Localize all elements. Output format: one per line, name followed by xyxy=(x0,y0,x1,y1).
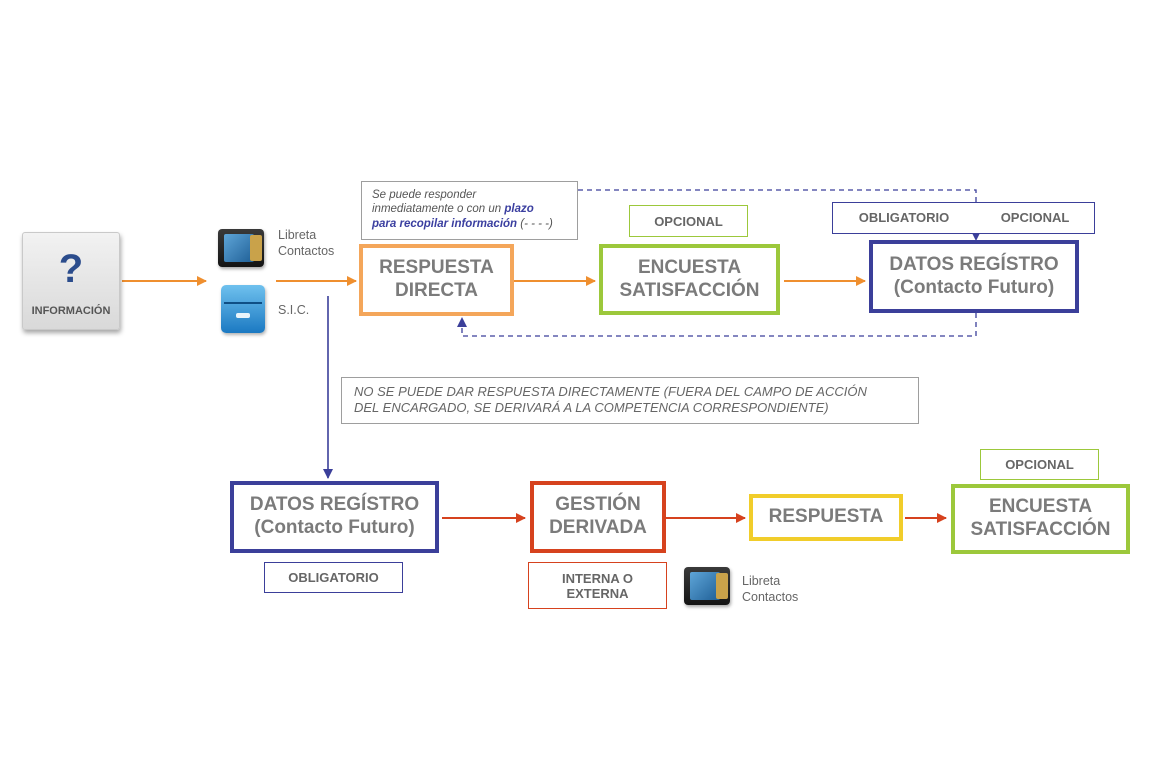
libreta-contactos-label: Libreta Contactos xyxy=(278,228,334,259)
libreta-line1: Libreta xyxy=(278,228,317,242)
datos-registro-top-box[interactable]: DATOS REGÍSTRO(Contacto Futuro) xyxy=(869,240,1079,313)
note-plazo: Se puede responder inmediatamente o con … xyxy=(361,181,578,240)
tag-obligatorio-opcional-top: OBLIGATORIO OPCIONAL xyxy=(832,202,1095,234)
dashed-loop-bottom xyxy=(457,313,977,337)
datos-registro-bottom-box[interactable]: DATOS REGÍSTRO(Contacto Futuro) xyxy=(230,481,439,553)
note-plazo-line3: para recopilar información (- - - -) xyxy=(372,217,553,230)
note-plazo-line1: Se puede responder xyxy=(372,189,477,201)
wallet-card xyxy=(224,234,254,262)
note-plazo-line2: inmediatamente o con un plazo xyxy=(372,203,534,216)
wallet-strap xyxy=(250,235,262,261)
informacion-label: INFORMACIÓN xyxy=(31,305,111,317)
question-mark-icon: ? xyxy=(58,247,84,291)
cabinet-handle xyxy=(236,313,250,318)
note-derivacion: NO SE PUEDE DAR RESPUESTA DIRECTAMENTE (… xyxy=(341,377,919,424)
tag-obligatorio-bottom: OBLIGATORIO xyxy=(264,562,403,593)
tag-obligatorio-top: OBLIGATORIO xyxy=(833,203,975,232)
tag-opcional-bottom: OPCIONAL xyxy=(980,449,1099,480)
note-derivacion-line2: DEL ENCARGADO, SE DERIVARÁ A LA COMPETEN… xyxy=(354,400,829,416)
tag-opcional-top: OPCIONAL xyxy=(629,205,748,237)
note-derivacion-line1: NO SE PUEDE DAR RESPUESTA DIRECTAMENTE (… xyxy=(354,384,867,399)
libreta-line2: Contactos xyxy=(278,243,335,258)
wallet-icon xyxy=(218,229,264,267)
respuesta-box[interactable]: RESPUESTA xyxy=(749,494,903,541)
wallet-icon-bottom xyxy=(684,567,730,605)
wallet-strap-bottom xyxy=(716,573,728,599)
tag-opcional-top-2: OPCIONAL xyxy=(977,203,1093,232)
libreta-contactos-bottom-label: Libreta Contactos xyxy=(742,574,799,604)
cabinet-divider xyxy=(224,302,262,304)
informacion-tile[interactable]: ? INFORMACIÓN xyxy=(22,232,120,330)
filing-cabinet-icon xyxy=(221,285,265,333)
dashed-loop-top xyxy=(578,189,981,241)
wallet-card-bottom xyxy=(690,572,720,600)
sic-label: S.I.C. xyxy=(278,303,310,317)
